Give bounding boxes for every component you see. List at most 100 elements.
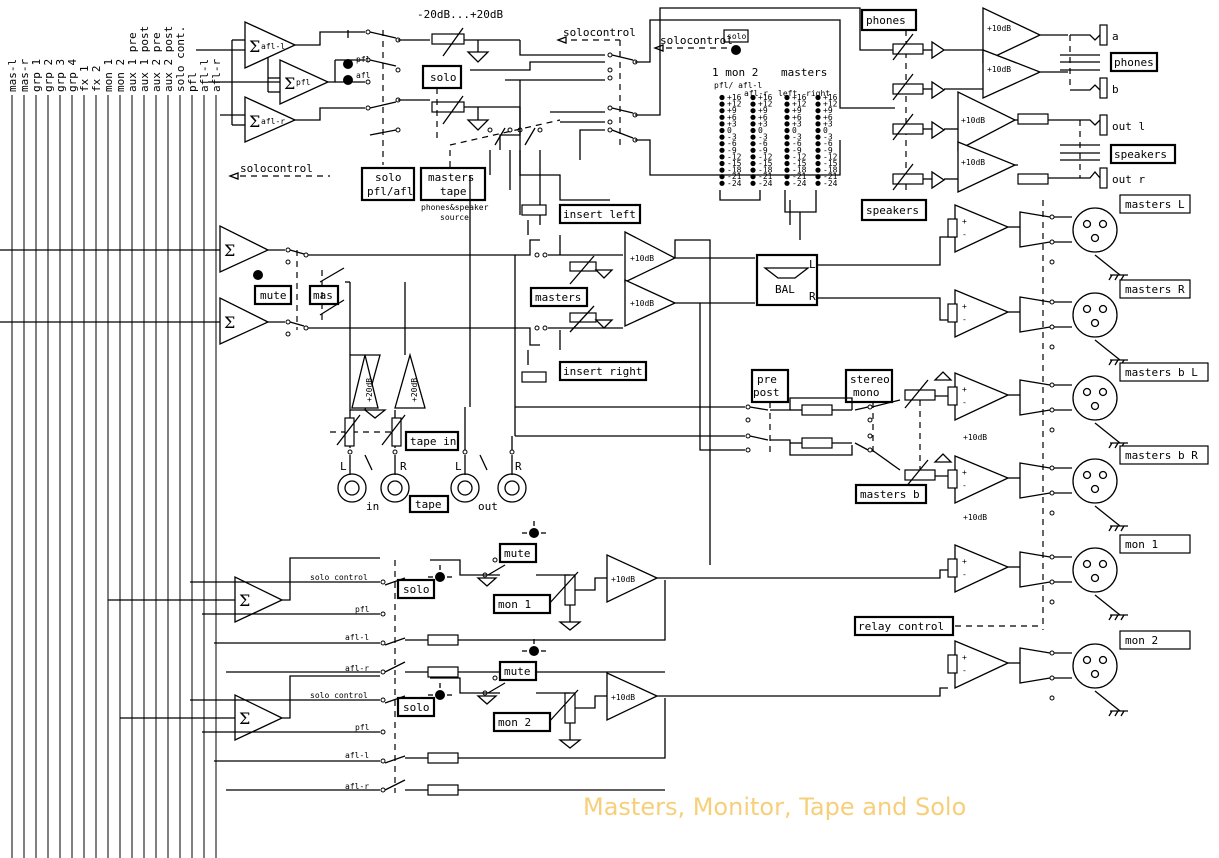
meter-scale-label: +16 [823, 93, 838, 102]
xlr-pin [1090, 233, 1100, 243]
relay-contact [1049, 579, 1055, 585]
balance-control[interactable] [755, 253, 819, 307]
tape-out-r-jack[interactable] [497, 473, 527, 503]
wire [282, 557, 380, 601]
meter-scale-label: +9 [792, 106, 802, 115]
masters-b-gain-r: +10dB [963, 513, 987, 522]
meter-led [815, 141, 821, 147]
svg-text:Σ: Σ [224, 241, 235, 260]
meter-led [815, 127, 821, 134]
xlr-pin [1082, 219, 1092, 229]
master-fader-l[interactable] [569, 261, 597, 272]
wire [575, 577, 607, 591]
mas-button[interactable] [308, 284, 340, 306]
meter-led [815, 174, 821, 180]
meter-scale-label: -9 [792, 146, 802, 155]
meter-scale-label: -21 [823, 172, 838, 181]
xlr-pin [1090, 484, 1100, 494]
output-amp-input [947, 654, 958, 674]
xlr-pin [1082, 655, 1092, 665]
solo-pfl-afl-button[interactable] [360, 166, 416, 202]
tape-out-l-jack[interactable] [450, 473, 480, 503]
output-wire [1019, 478, 1051, 499]
meter-scale-label: -18 [758, 166, 773, 175]
solo-master-led-icon [731, 45, 741, 55]
switch-contact [380, 787, 386, 793]
fader-arrow [547, 689, 579, 724]
gain-range-label: -20dB...+20dB [417, 8, 503, 21]
masters-button-label: masters [535, 291, 581, 304]
ground-icon [1120, 525, 1125, 532]
tape-in-r-jack[interactable] [380, 473, 410, 503]
pfl-led-icon [343, 59, 353, 69]
phones-button[interactable] [860, 8, 918, 32]
minus-sign: - [962, 315, 967, 324]
stereo-mono-button[interactable] [844, 368, 894, 404]
speakers-button[interactable] [860, 198, 928, 222]
meter-scale-label: +12 [758, 100, 773, 109]
meter-col-4: right [806, 89, 830, 98]
meter-scale-label: -6 [758, 139, 768, 148]
bus-label: mas-l [6, 59, 19, 92]
meter-led [719, 134, 725, 140]
mon-gain-label: +10dB [611, 575, 635, 584]
meter-led [784, 94, 790, 101]
bus-label: grp 2 [42, 59, 55, 92]
meter-scale-label: -12 [823, 152, 838, 161]
ground-icon [558, 739, 582, 749]
ground-icon [1120, 614, 1125, 621]
relay-contact [1049, 259, 1055, 265]
output-amp-input [947, 469, 958, 489]
insert-right-label [558, 360, 648, 382]
switch-contact [380, 758, 386, 764]
solo-gain-left-pot[interactable] [431, 33, 465, 45]
master-section: Σ Σ mute mas insert left insert right [0, 175, 955, 565]
meter-scale-label: +12 [727, 100, 742, 109]
tape-in-r-label: R [400, 460, 407, 473]
tape-in-button[interactable] [404, 430, 460, 452]
sum-afl-l-label: afl-l [261, 42, 285, 51]
output-label: mon 1 [1125, 538, 1158, 551]
mon-mute-led-icon [529, 528, 539, 538]
meter-scale-label: -21 [758, 172, 773, 181]
plus-sign: + [962, 653, 967, 662]
ground-icon [1114, 359, 1119, 366]
tape-in-l-jack[interactable] [337, 473, 367, 503]
masters-button[interactable] [529, 286, 589, 308]
bus-label: mon 1 [102, 59, 115, 92]
meter-header-left: 1 mon 2 [712, 66, 758, 79]
masters-b-pot-r[interactable] [904, 469, 936, 481]
led-pfl-label: pfl [356, 55, 371, 64]
xlr-connector-icon [1072, 547, 1118, 593]
meter-scale-label: -12 [758, 152, 773, 161]
output-label-box [1119, 194, 1191, 214]
master-mute-label: mute [260, 289, 287, 302]
ground-wire [1094, 594, 1121, 616]
solo-button-label: solo [430, 71, 457, 84]
output-wire [1019, 395, 1051, 416]
tape-gain-r: +20dB [410, 378, 419, 402]
bus-label: aux 1 pre [126, 32, 139, 92]
mon-solo-led-icon [435, 572, 445, 582]
masters-b-button[interactable] [854, 483, 928, 505]
meter-led [750, 174, 756, 180]
masters-b-pot-l[interactable] [904, 389, 936, 401]
xlr-pin [1098, 470, 1108, 480]
tape-pot-l[interactable] [344, 417, 355, 447]
pre-post-line2: post [753, 386, 780, 399]
meter-scale-label: -3 [823, 133, 833, 142]
meter-led [750, 121, 756, 127]
meter-scale-label: 0 [727, 126, 732, 135]
xlr-pin [1082, 559, 1092, 569]
meter-led [719, 180, 725, 186]
masters-b-label: masters b [860, 488, 920, 501]
meter-scale-label: -15 [727, 159, 742, 168]
master-mute-button[interactable] [253, 284, 293, 306]
solo-button[interactable] [421, 64, 463, 90]
masters-tape-button[interactable] [419, 166, 487, 202]
bus-label: aux 1 post [138, 26, 151, 92]
tape-box [408, 494, 450, 514]
mon-fader-label: mon 1 [498, 598, 531, 611]
output-amp [954, 455, 1010, 505]
pfl-label: pfl [355, 605, 370, 614]
